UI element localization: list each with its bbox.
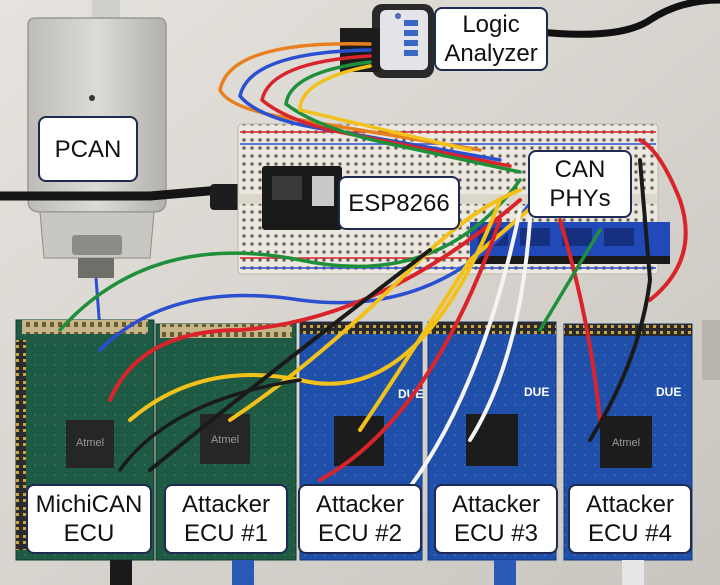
wall-clip (702, 320, 720, 380)
label-can-phys: CAN PHYs (528, 150, 632, 218)
label-esp8266: ESP8266 (338, 176, 460, 230)
label-ecu-line1: Attacker (585, 491, 675, 518)
label-ecu-line2: ECU #2 (317, 520, 403, 547)
esp8266-board (262, 166, 342, 230)
jumper-wires (58, 41, 688, 502)
usb-connectors (110, 560, 644, 585)
label-ecu-line2: ECU (63, 520, 115, 547)
label-ecu-line2: ECU #4 (587, 520, 673, 547)
label-can-phys-line2: PHYs (549, 185, 611, 212)
label-ecu-line1: Attacker (315, 491, 405, 518)
label-attacker-ecu-4: Attacker ECU #4 (568, 484, 692, 554)
label-ecu-line1: MichiCAN (35, 491, 143, 518)
label-michican-ecu: MichiCAN ECU (26, 484, 152, 554)
label-esp8266-text: ESP8266 (348, 189, 450, 217)
label-attacker-ecu-1: Attacker ECU #1 (164, 484, 288, 554)
label-logic-analyzer-line2: Analyzer (444, 40, 538, 67)
label-can-phys-line1: CAN (554, 156, 606, 183)
label-ecu-line1: Attacker (181, 491, 271, 518)
label-ecu-line1: Attacker (451, 491, 541, 518)
label-attacker-ecu-3: Attacker ECU #3 (434, 484, 558, 554)
svg-text:Atmel: Atmel (211, 434, 239, 446)
label-pcan: PCAN (38, 116, 138, 182)
label-pcan-text: PCAN (54, 135, 122, 163)
analyzer-usb-cable (539, 0, 720, 38)
label-ecu-line2: ECU #1 (183, 520, 269, 547)
svg-text:DUE: DUE (524, 385, 549, 399)
label-attacker-ecu-2: Attacker ECU #2 (298, 484, 422, 554)
label-ecu-line2: ECU #3 (453, 520, 539, 547)
svg-text:Atmel: Atmel (612, 437, 640, 449)
label-logic-analyzer: Logic Analyzer (434, 7, 548, 71)
label-logic-analyzer-line1: Logic (462, 11, 520, 38)
svg-text:Atmel: Atmel (76, 437, 104, 449)
svg-text:DUE: DUE (656, 385, 681, 399)
